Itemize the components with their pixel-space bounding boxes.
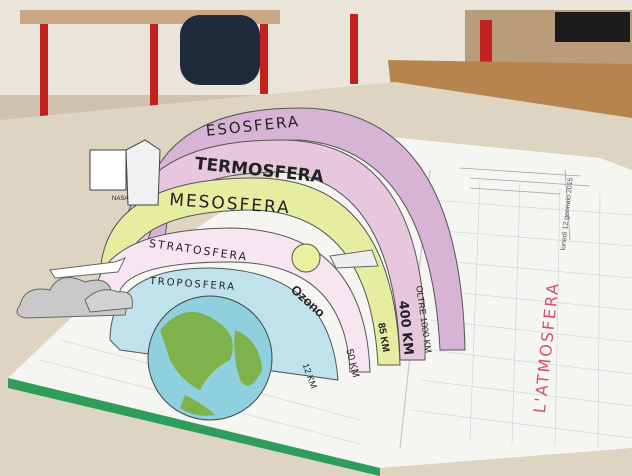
person-in-background	[180, 15, 260, 85]
chair-leg	[260, 24, 268, 94]
satellite-panel	[89, 149, 127, 191]
earth-land	[234, 330, 262, 386]
satellite-label: NASA	[112, 196, 129, 202]
chair-leg	[150, 24, 158, 134]
satellite	[125, 139, 161, 206]
atmosphere-model	[16, 107, 466, 421]
earth-land	[160, 312, 233, 390]
chair-leg	[40, 24, 48, 124]
cloud	[84, 289, 133, 313]
meteor	[329, 249, 379, 269]
layer-mesosfera	[99, 177, 401, 366]
chair-leg	[350, 14, 358, 84]
sun-drawing	[291, 243, 321, 273]
layer-termosfera	[119, 139, 426, 361]
earth-land	[180, 395, 215, 416]
notebook-edge	[8, 378, 380, 476]
airplane	[49, 257, 127, 279]
handwritten-notes	[459, 167, 591, 241]
background-bag	[555, 12, 630, 42]
